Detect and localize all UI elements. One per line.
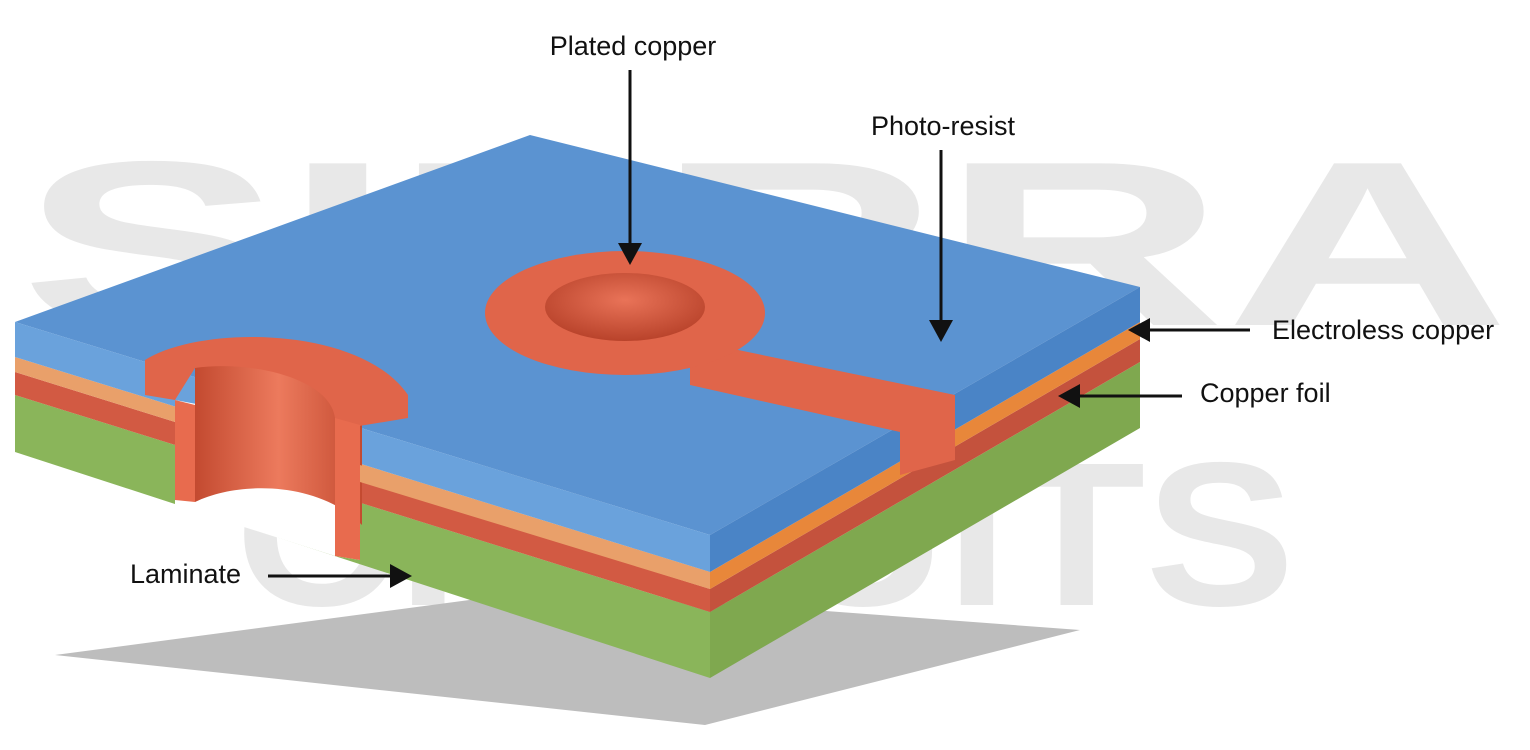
via-barrel	[195, 350, 362, 525]
callout-arrows	[268, 70, 1250, 588]
photo-resist-arrowhead	[929, 320, 953, 342]
electroless-copper-label: Electroless copper	[1272, 315, 1494, 345]
laminate-arrowhead	[390, 564, 412, 588]
via-right-electroless	[360, 465, 710, 589]
electroless-copper-arrowhead	[1128, 318, 1150, 342]
laminate-right-face	[710, 362, 1140, 678]
photo-resist-label: Photo-resist	[871, 111, 1016, 141]
copper-foil-label: Copper foil	[1200, 378, 1331, 408]
via-ring	[145, 337, 408, 430]
copper-foil-right-face	[710, 339, 1140, 612]
plated-copper-pad-hole	[545, 273, 705, 341]
photo-resist-front-face	[15, 322, 710, 572]
laminate-label: Laminate	[130, 559, 241, 589]
via-left-wall	[175, 400, 195, 502]
plated-copper-arrowhead	[618, 243, 642, 265]
board-shadow	[55, 590, 1080, 725]
copper-foil-arrowhead	[1058, 384, 1080, 408]
plated-copper-trace	[690, 340, 955, 475]
cut-away-via	[145, 337, 710, 589]
via-right-wall	[335, 418, 360, 560]
plated-copper-label: Plated copper	[550, 31, 717, 61]
plated-copper-pad	[485, 251, 955, 475]
